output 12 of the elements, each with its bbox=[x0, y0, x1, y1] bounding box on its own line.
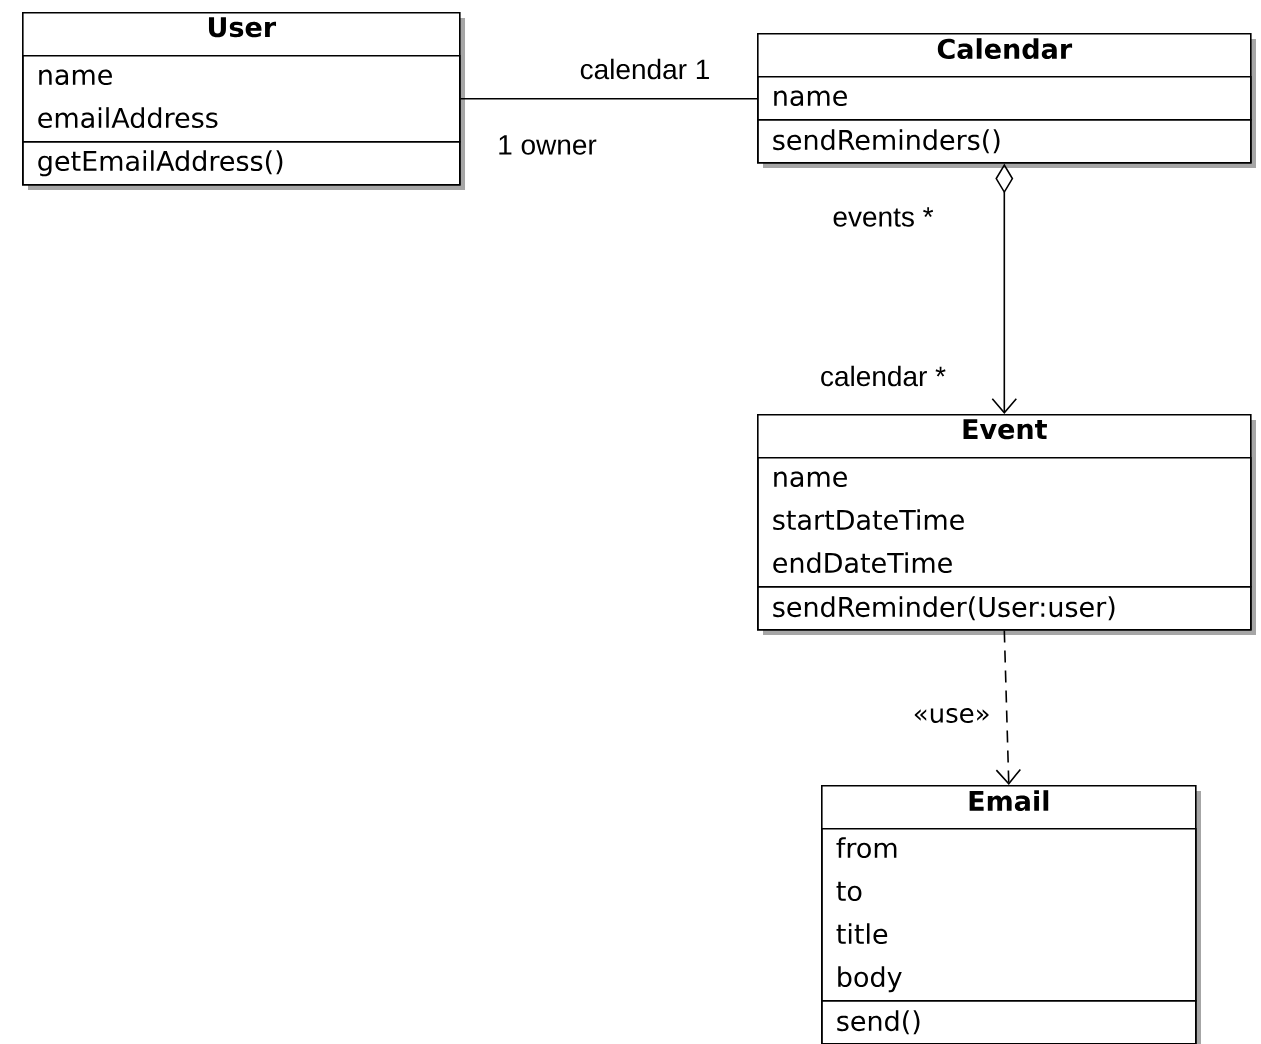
role-label: calendar * bbox=[821, 365, 946, 387]
class-compartment: sendReminder(User:user) bbox=[757, 586, 1252, 631]
class-compartment: sendReminders() bbox=[757, 119, 1252, 164]
association-line bbox=[459, 98, 758, 100]
edge-label: «use» bbox=[910, 706, 993, 725]
class-compartment: getEmailAddress() bbox=[22, 141, 461, 186]
role-label: events * bbox=[833, 207, 934, 227]
class-compartment: name bbox=[757, 76, 1252, 121]
role-label: calendar 1 bbox=[580, 58, 709, 80]
class-compartment: send() bbox=[821, 1000, 1197, 1044]
association-line bbox=[995, 629, 1022, 785]
role-label: 1 owner bbox=[499, 135, 597, 155]
